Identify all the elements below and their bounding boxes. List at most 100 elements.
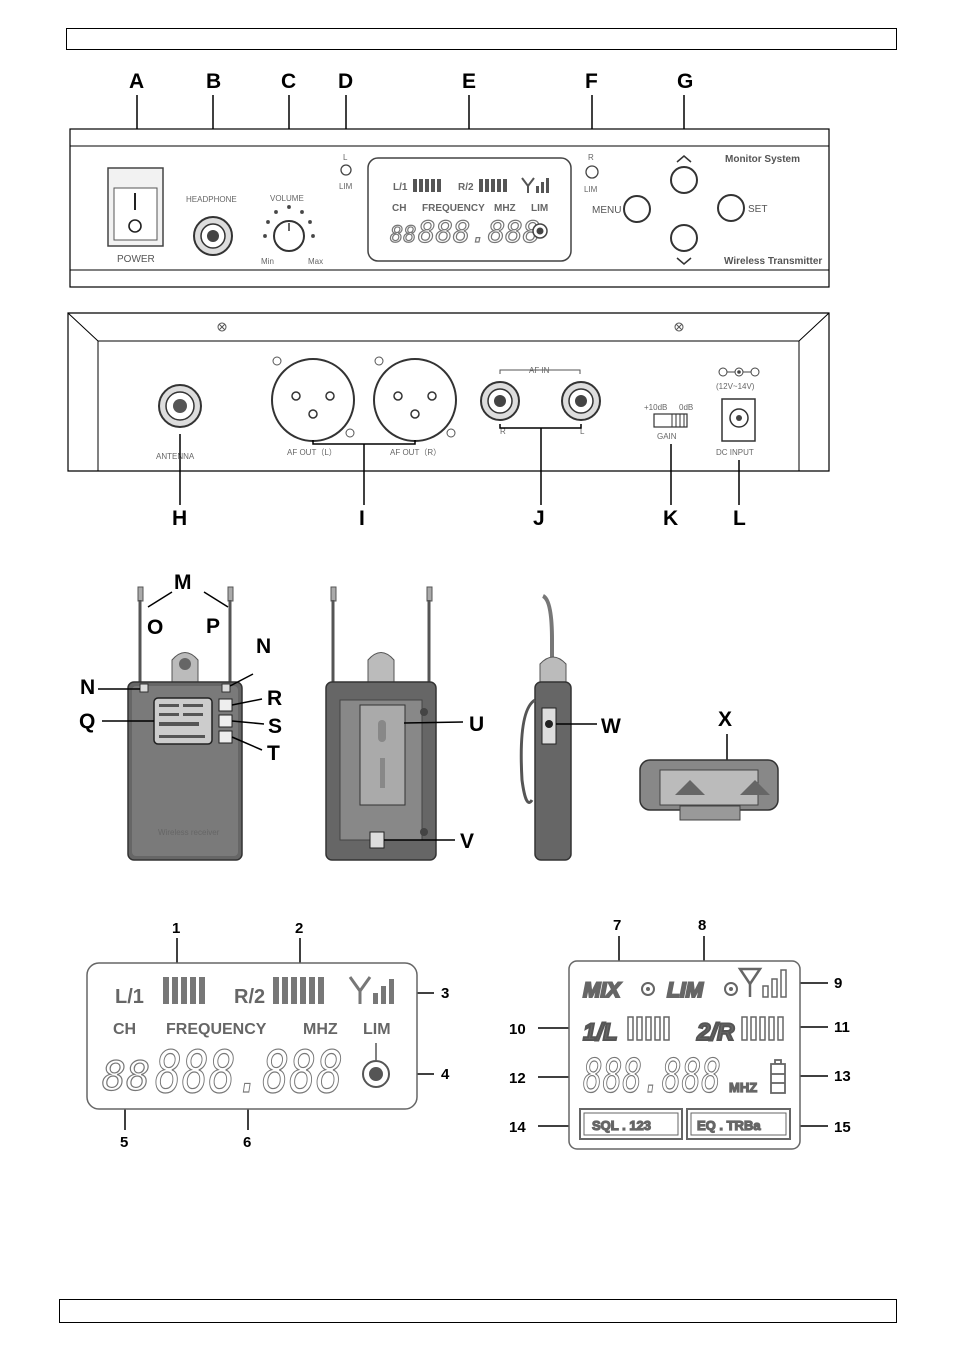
label-14: 14	[509, 1119, 526, 1136]
up-arrow-icon	[676, 155, 692, 163]
page-footer-box	[59, 1299, 897, 1323]
lcd-right-freq-digits: 888.888	[583, 1049, 721, 1103]
lcd-left-l1: L/1	[115, 986, 144, 1008]
label-d: D	[338, 70, 353, 93]
label-o: O	[147, 616, 163, 639]
label-7: 7	[613, 917, 621, 934]
label-5: 5	[120, 1134, 128, 1151]
af-out-l-label: AF OUT（L）	[287, 448, 337, 457]
label-8: 8	[698, 917, 706, 934]
label-j: J	[533, 507, 545, 530]
front-lcd-l1: L/1	[393, 182, 408, 193]
label-4: 4	[441, 1066, 450, 1083]
antenna-label: ANTENNA	[156, 452, 195, 461]
af-in-r-jack[interactable]	[480, 381, 520, 421]
set-button[interactable]	[717, 194, 745, 222]
label-w: W	[601, 715, 621, 738]
front-lcd-freq-digits: 888.888	[418, 215, 540, 249]
menu-button[interactable]	[623, 195, 651, 223]
label-t: T	[267, 742, 280, 765]
af-in-label: AF IN	[529, 366, 550, 375]
gain-label: GAIN	[657, 432, 677, 441]
label-11: 11	[834, 1019, 850, 1036]
lcd-right-2r: 2/R	[696, 1019, 735, 1046]
label-10: 10	[509, 1021, 526, 1038]
label-p: P	[206, 615, 220, 638]
lcd-right-figure: 7 8 9 10 11 12 13 14 15 MIX LIM 1/L 2/R …	[509, 917, 851, 1150]
label-r: R	[267, 687, 282, 710]
front-lcd-ch-digits: 88	[390, 223, 417, 248]
brand-bottom: Wireless Transmitter	[724, 256, 822, 267]
led-l-lim-label: LIM	[339, 182, 353, 191]
lcd-left-ch-digits: 88	[102, 1054, 150, 1100]
battery-compartment[interactable]	[369, 831, 385, 849]
label-3: 3	[441, 985, 449, 1002]
receiver-front-figure: M O P N N R Q S T	[79, 571, 282, 861]
label-s: S	[268, 715, 282, 738]
belt-clip	[359, 704, 406, 806]
label-12: 12	[509, 1070, 526, 1087]
label-15: 15	[834, 1119, 851, 1136]
page-header-box	[66, 28, 897, 50]
af-in-r-label: R	[500, 427, 506, 436]
brand-top: Monitor System	[725, 154, 800, 165]
lcd-right-sql: SQL . 123	[592, 1118, 651, 1133]
label-x: X	[718, 708, 732, 731]
gain-0db-label: 0dB	[679, 403, 693, 412]
receiver-button-s[interactable]	[218, 714, 233, 728]
lcd-right-lim: LIM	[667, 979, 704, 1002]
af-out-r-connector[interactable]	[373, 356, 457, 442]
receiver-button-r[interactable]	[218, 698, 233, 712]
lcd-right-mix: MIX	[583, 979, 622, 1002]
label-l: L	[733, 507, 746, 530]
label-m: M	[174, 571, 192, 594]
lcd-left-antenna-icon	[348, 976, 372, 1004]
vol-max-label: Max	[308, 257, 323, 266]
lcd-left-mhz: MHZ	[303, 1021, 338, 1038]
label-n-right: N	[256, 635, 271, 658]
volume-knob[interactable]	[273, 220, 305, 252]
front-lcd	[367, 157, 572, 262]
up-button[interactable]	[670, 166, 698, 194]
front-lcd-r2: R/2	[458, 182, 474, 193]
af-out-r-label: AF OUT（R）	[390, 448, 441, 457]
label-a: A	[129, 70, 144, 93]
headphone-label: HEADPHONE	[186, 195, 237, 204]
led-r-lim-label: LIM	[584, 185, 598, 194]
lcd-left-frequency: FREQUENCY	[166, 1021, 267, 1038]
set-label: SET	[748, 204, 767, 215]
af-in-l-label: L	[580, 427, 585, 436]
front-lcd-mhz: MHZ	[494, 203, 516, 214]
lcd-right-antenna-icon	[737, 967, 763, 997]
lcd-left-freq-digits: 888.888	[155, 1038, 343, 1106]
receiver-button-t[interactable]	[218, 730, 233, 744]
label-c: C	[281, 70, 296, 93]
label-b: B	[206, 70, 221, 93]
vol-min-label: Min	[261, 257, 274, 266]
front-lcd-ch: CH	[392, 203, 406, 214]
lcd-left-r2: R/2	[234, 986, 265, 1008]
polarity-icon	[718, 367, 760, 377]
receiver-caption: Wireless receiver	[158, 828, 220, 837]
label-2: 2	[295, 920, 303, 937]
label-v: V	[460, 830, 474, 853]
led-r	[585, 165, 599, 179]
af-in-l-jack[interactable]	[561, 381, 601, 421]
receiver-back-figure: U V	[325, 586, 484, 861]
label-q: Q	[79, 710, 95, 733]
receiver-side-figure: W	[519, 594, 621, 861]
down-button[interactable]	[670, 224, 698, 252]
front-lcd-lim: LIM	[531, 203, 548, 214]
volume-label: VOLUME	[270, 194, 304, 203]
led-l	[340, 164, 352, 176]
label-13: 13	[834, 1068, 851, 1085]
label-1: 1	[172, 920, 180, 937]
label-e: E	[462, 70, 476, 93]
label-i: I	[359, 507, 365, 530]
lcd-left-figure: 1 2 3 4 5 6 L/1 R/2 CH FREQUENCY MHZ LIM…	[86, 920, 450, 1151]
receiver-bottom-figure: X	[639, 708, 779, 821]
label-g: G	[677, 70, 693, 93]
down-arrow-icon	[676, 257, 692, 265]
af-out-l-connector[interactable]	[271, 356, 355, 442]
gain-switch[interactable]	[653, 413, 688, 428]
